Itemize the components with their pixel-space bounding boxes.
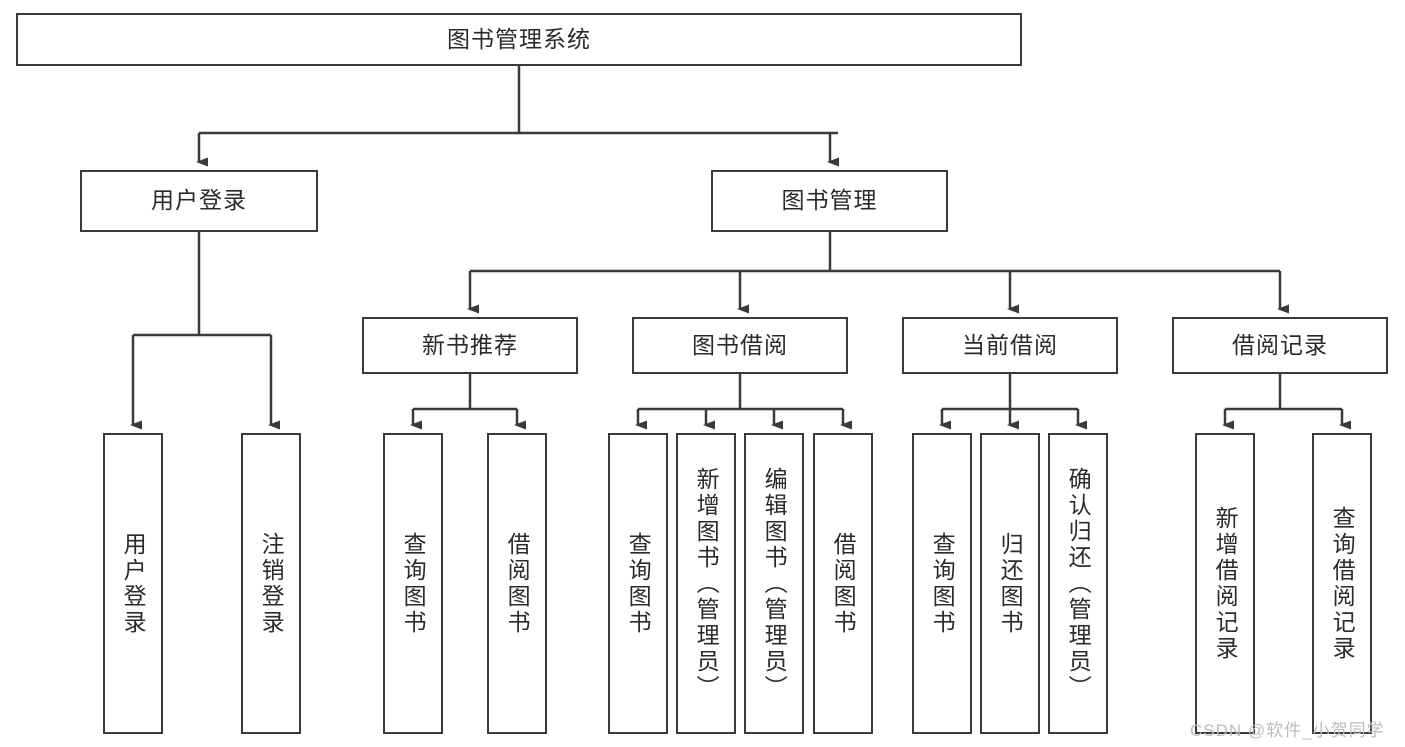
node-root-system[interactable]: 图书管理系统 [16,13,1022,66]
node-borrow-record[interactable]: 借阅记录 [1172,317,1388,374]
leaf-confirm-return[interactable]: 确认归还（管理员） [1048,433,1108,734]
node-current-borrow[interactable]: 当前借阅 [902,317,1118,374]
leaf-query-book-2[interactable]: 查询图书 [608,433,668,734]
node-new-book-recommend[interactable]: 新书推荐 [362,317,578,374]
leaf-query-record[interactable]: 查询借阅记录 [1312,433,1372,734]
leaf-borrow-book-2[interactable]: 借阅图书 [813,433,873,734]
leaf-edit-book[interactable]: 编辑图书（管理员） [744,433,804,734]
leaf-add-record[interactable]: 新增借阅记录 [1195,433,1255,734]
leaf-logout-login[interactable]: 注销登录 [241,433,301,734]
leaf-borrow-book-1[interactable]: 借阅图书 [487,433,547,734]
node-book-manage[interactable]: 图书管理 [711,170,948,232]
leaf-return-book[interactable]: 归还图书 [980,433,1040,734]
node-book-borrow[interactable]: 图书借阅 [632,317,848,374]
node-user-login[interactable]: 用户登录 [80,170,318,232]
leaf-query-book-3[interactable]: 查询图书 [912,433,972,734]
leaf-user-login[interactable]: 用户登录 [103,433,163,734]
leaf-query-book-1[interactable]: 查询图书 [383,433,443,734]
leaf-add-book[interactable]: 新增图书（管理员） [676,433,736,734]
